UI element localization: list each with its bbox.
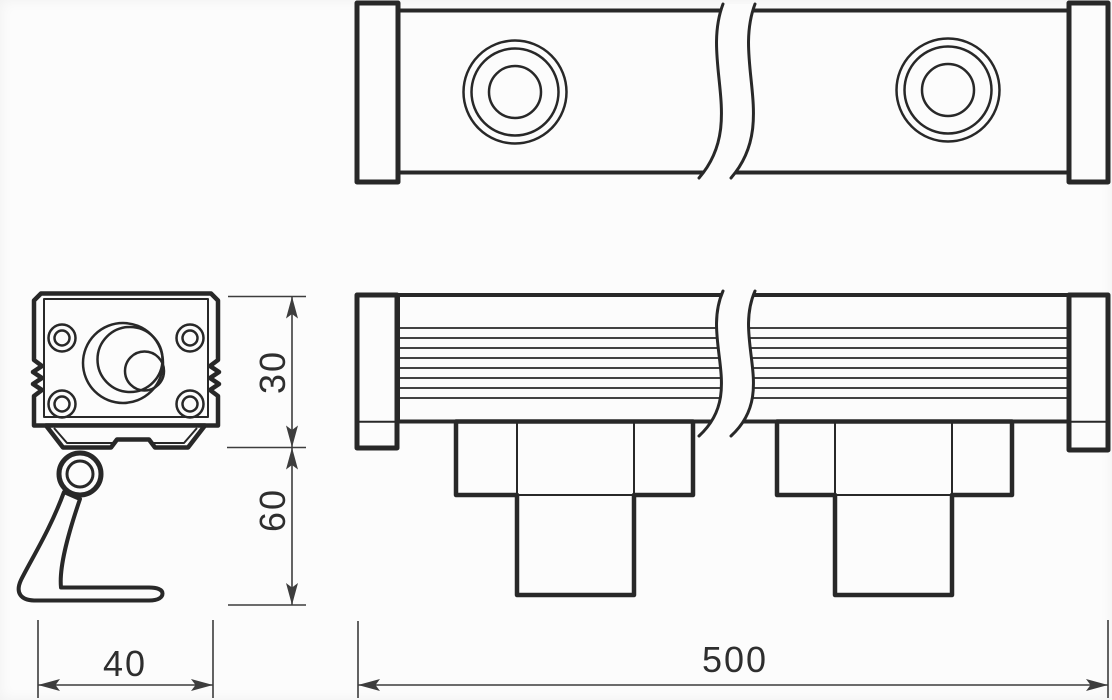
- bracket-inner-edges: [516, 421, 635, 496]
- break-gap-mask: [699, 291, 755, 436]
- housing-base: [43, 423, 208, 450]
- extension-lines-vertical-dims: [227, 295, 306, 606]
- dimension-label-width: 40: [103, 643, 147, 684]
- screw-center: [53, 395, 71, 413]
- lens-inner-ring: [920, 62, 976, 118]
- lens-offset-circle: [96, 325, 164, 394]
- screw-center: [53, 329, 71, 347]
- break-line: [729, 2, 757, 180]
- lens-outer-ring: [895, 37, 1001, 143]
- arrowhead-left: [358, 679, 380, 691]
- lens-inner-ring: [487, 64, 543, 120]
- end-cap-left: [354, 0, 401, 185]
- screw: [175, 389, 205, 419]
- lens-opening-right: [895, 37, 1001, 143]
- break-line: [697, 289, 725, 438]
- arrowhead-up: [286, 296, 298, 319]
- lens-crescent: [81, 321, 166, 405]
- led-circle: [123, 350, 166, 392]
- arrowhead-right: [1086, 679, 1108, 691]
- screw: [47, 389, 77, 419]
- lens-outer-ring: [462, 39, 568, 145]
- lens-opening-left: [462, 39, 568, 145]
- pivot-ring-inner: [65, 459, 95, 489]
- mounting-bracket-front-left: [453, 419, 696, 598]
- screw-center: [181, 329, 199, 347]
- break-line: [697, 2, 725, 180]
- screw: [175, 323, 205, 353]
- end-cap-right: [1066, 292, 1111, 453]
- bracket-outline: [453, 419, 696, 598]
- side-housing-outline: [30, 291, 222, 428]
- end-cap-right: [1066, 0, 1111, 185]
- lens-middle-ring: [470, 47, 560, 137]
- arrowhead-down: [286, 425, 298, 448]
- arrowhead-left: [38, 679, 60, 691]
- break-gap-mask: [699, 4, 755, 178]
- screw: [47, 323, 77, 353]
- front-view: [354, 289, 1111, 598]
- dimension-annotations: 30 60 40 500: [37, 295, 1109, 698]
- bracket-outline: [774, 419, 1015, 598]
- dimension-label-length: 500: [702, 639, 768, 680]
- arrowhead-up: [286, 447, 298, 470]
- lens-middle-ring: [903, 45, 993, 135]
- side-view: [16, 291, 222, 603]
- top-view: [354, 0, 1111, 185]
- dimension-label-height-lower: 60: [252, 488, 293, 532]
- bracket-leg-and-foot: [16, 490, 165, 603]
- dimension-label-height-upper: 30: [252, 350, 293, 394]
- bracket-inner-edges: [834, 421, 953, 496]
- mounting-bracket-front-right: [774, 419, 1015, 598]
- arrowhead-down: [286, 583, 298, 605]
- side-housing-inner-wall: [43, 298, 209, 418]
- screw-center: [181, 395, 199, 413]
- break-line: [729, 289, 757, 438]
- end-cap-left: [354, 292, 400, 451]
- housing-base-inner-line: [53, 427, 198, 444]
- corner-screws: [47, 323, 205, 419]
- arrowhead-right: [191, 679, 213, 691]
